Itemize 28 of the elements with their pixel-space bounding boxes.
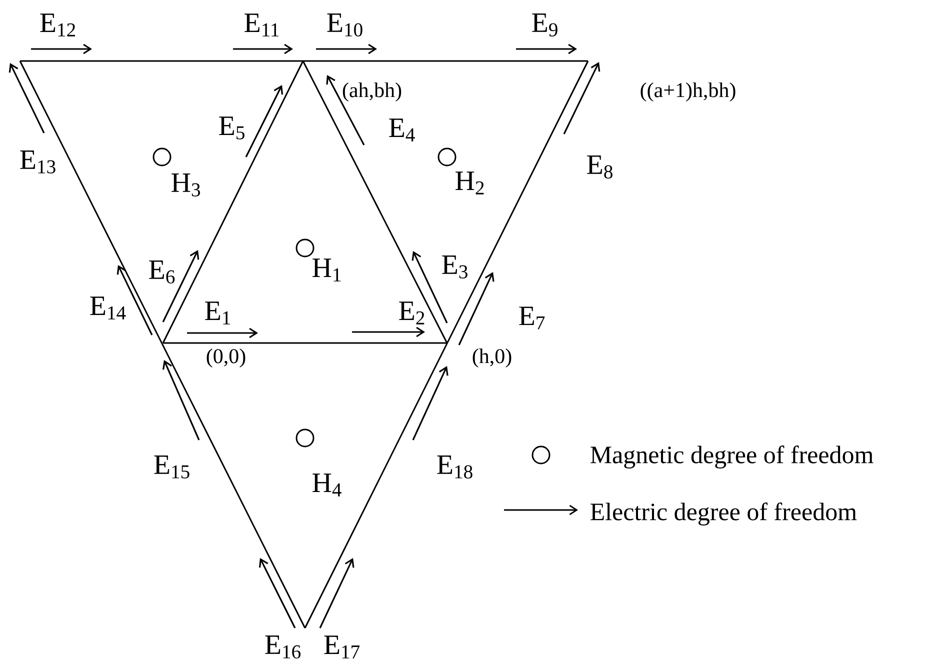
edge-dof-label: E$_{8}$: [587, 156, 612, 178]
legend-text: Magnetic degree of freedom: [590, 446, 874, 468]
magnetic-dof-label: H$_{4}$: [312, 474, 342, 496]
edge-dof-label: E$_{12}$: [40, 14, 76, 36]
edge-dof-label: E$_{1}$: [205, 302, 230, 324]
magnetic-dof-label: H$_{3}$: [172, 174, 200, 196]
coordinate-label: (0,0): [206, 348, 246, 368]
edge-dof-label: E$_{16}$: [265, 636, 301, 658]
edge-dof-label: E$_{5}$: [219, 116, 244, 140]
edge-dof-label: E$_{6}$: [149, 260, 175, 284]
edge-dof-label: E$_{10}$: [327, 14, 362, 36]
coordinate-label: (h,0): [472, 348, 512, 368]
edge-dof-label: E$_{14}$: [90, 296, 126, 320]
edge-dof-label: E$_{17}$: [324, 636, 360, 658]
edge-dof-label: E$_{3}$: [442, 256, 468, 278]
edge-dof-label: E$_{4}$: [389, 118, 415, 142]
edge-dof-label: E$_{15}$: [154, 456, 190, 478]
edge-dof-label: E$_{2}$: [399, 302, 424, 324]
coordinate-label: ((a+1)h,bh): [640, 82, 736, 102]
legend-text: Electric degree of freedom: [590, 502, 857, 526]
coordinate-label: (ah,bh): [342, 82, 402, 102]
edge-dof-label: E$_{9}$: [532, 14, 558, 36]
edge-dof-label: E$_{18}$: [437, 456, 472, 478]
magnetic-dof-label: H$_{2}$: [456, 172, 484, 194]
edge-dof-label: E$_{13}$: [20, 150, 56, 174]
edge-dof-label: E$_{7}$: [519, 306, 545, 330]
edge-dof-label: E$_{11}$: [244, 14, 279, 36]
magnetic-dof-label: H$_{1}$: [312, 258, 341, 282]
